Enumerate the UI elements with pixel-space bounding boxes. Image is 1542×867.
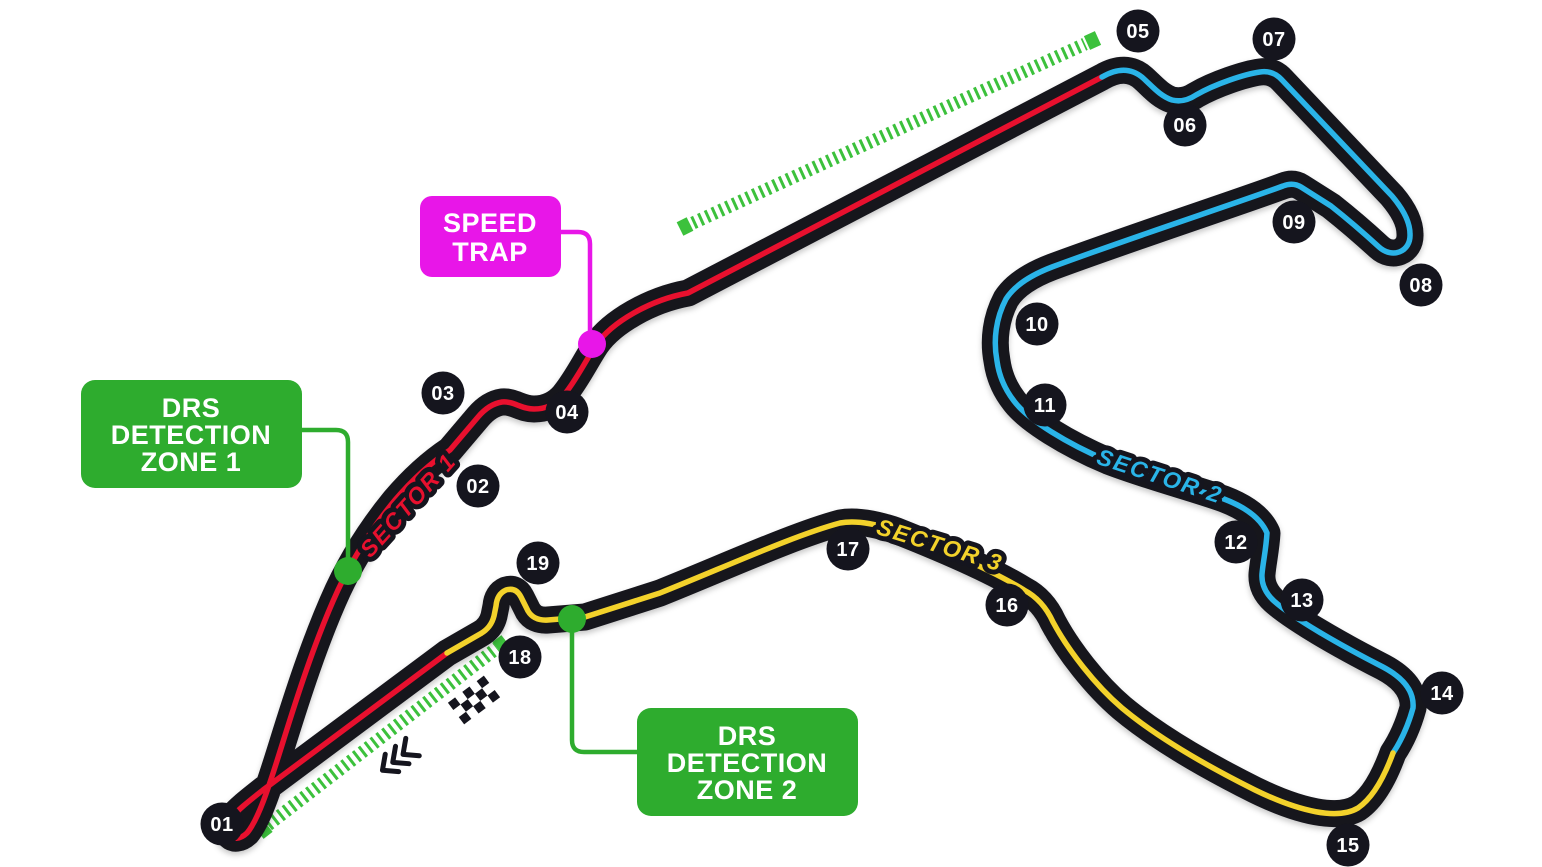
speed-trap-connector bbox=[561, 229, 593, 334]
corner-marker-04: 04 bbox=[545, 390, 589, 434]
drs-zone-2-dot bbox=[558, 605, 586, 633]
drs-zone-1-label-line1: DRS bbox=[162, 393, 221, 423]
corner-marker-number: 05 bbox=[1126, 21, 1149, 43]
corner-marker-07: 07 bbox=[1252, 17, 1296, 61]
corner-marker-circle bbox=[498, 635, 542, 679]
corner-marker-08: 08 bbox=[1399, 263, 1443, 307]
corner-marker-number: 17 bbox=[836, 539, 859, 561]
corner-marker-circle bbox=[200, 802, 244, 846]
drs-zone-2-box bbox=[637, 708, 858, 816]
corner-marker-number: 04 bbox=[555, 402, 579, 424]
corner-marker-circle bbox=[456, 464, 500, 508]
corner-marker-11: 11 bbox=[1023, 383, 1067, 427]
corner-marker-06: 06 bbox=[1163, 103, 1207, 147]
corner-marker-13: 13 bbox=[1280, 578, 1324, 622]
drs-detection-zone-2-callout: DRS DETECTION ZONE 2 bbox=[558, 605, 858, 816]
sector-3-line bbox=[444, 519, 1396, 817]
corner-marker-number: 18 bbox=[508, 647, 531, 669]
drs-detection-zone-1-callout: DRS DETECTION ZONE 1 bbox=[81, 380, 362, 585]
drs-zone-2-label-line2: DETECTION bbox=[667, 748, 828, 778]
corner-marker-circle bbox=[516, 541, 560, 585]
corner-marker-number: 15 bbox=[1336, 835, 1359, 857]
finish-flag-cell bbox=[473, 700, 486, 714]
corner-marker-number: 16 bbox=[995, 595, 1018, 617]
corner-marker-01: 01 bbox=[200, 802, 244, 846]
corner-marker-number: 09 bbox=[1282, 212, 1305, 234]
corner-marker-09: 09 bbox=[1272, 200, 1316, 244]
finish-flag-cell bbox=[458, 711, 472, 725]
speed-trap-dot bbox=[578, 330, 606, 358]
finish-flag-cell bbox=[462, 686, 475, 700]
corner-marker-circle bbox=[1015, 302, 1059, 346]
corner-marker-18: 18 bbox=[498, 635, 542, 679]
corner-marker-circle bbox=[1116, 9, 1160, 53]
corner-marker-number: 07 bbox=[1262, 29, 1285, 51]
sector-3-label: SECTOR 3 bbox=[874, 513, 1007, 576]
corner-marker-14: 14 bbox=[1420, 671, 1464, 715]
corner-marker-16: 16 bbox=[985, 583, 1029, 627]
finish-flag-cell bbox=[487, 690, 501, 703]
corner-marker-circle bbox=[545, 390, 589, 434]
drs-zone-1-label-line2: DETECTION bbox=[111, 420, 272, 450]
corner-marker-12: 12 bbox=[1214, 520, 1258, 564]
corner-marker-circle bbox=[1399, 263, 1443, 307]
corner-marker-number: 11 bbox=[1034, 395, 1056, 417]
corner-marker-number: 08 bbox=[1409, 275, 1432, 297]
corner-marker-circle bbox=[826, 527, 870, 571]
corner-marker-05: 05 bbox=[1116, 9, 1160, 53]
corner-marker-15: 15 bbox=[1326, 823, 1370, 867]
corner-marker-circle bbox=[1280, 578, 1324, 622]
speed-trap-callout: SPEED TRAP bbox=[420, 196, 606, 358]
corner-marker-circle bbox=[1023, 383, 1067, 427]
corner-marker-circle bbox=[1272, 200, 1316, 244]
drs-zone-2-label-line3: ZONE 2 bbox=[697, 775, 798, 805]
finish-flag-cell bbox=[460, 699, 474, 712]
corner-marker-03: 03 bbox=[421, 371, 465, 415]
finish-flag-cell bbox=[447, 697, 461, 710]
corner-marker-number: 10 bbox=[1025, 314, 1048, 336]
drs-zone-1-label-line3: ZONE 1 bbox=[141, 447, 242, 477]
corner-marker-circle bbox=[1214, 520, 1258, 564]
sector-2-line bbox=[992, 67, 1416, 756]
drs-zone-1-dot bbox=[334, 557, 362, 585]
corner-marker-17: 17 bbox=[826, 527, 870, 571]
corner-marker-number: 06 bbox=[1173, 115, 1196, 137]
speed-trap-label-line1: SPEED bbox=[443, 208, 537, 238]
drs-zone-1-connector bbox=[302, 427, 351, 560]
corner-marker-circle bbox=[985, 583, 1029, 627]
drs-activation-zone-2-ticks bbox=[676, 31, 1102, 236]
corner-marker-circle bbox=[1420, 671, 1464, 715]
corner-marker-circle bbox=[421, 371, 465, 415]
finish-flag-background bbox=[447, 675, 501, 725]
drs-zone-2-connector bbox=[569, 628, 637, 755]
speed-trap-box bbox=[420, 196, 561, 277]
drs-zone-2-label-line1: DRS bbox=[718, 721, 777, 751]
corner-marker-circle bbox=[1326, 823, 1370, 867]
direction-chevrons-icon bbox=[379, 735, 422, 775]
corner-marker-02: 02 bbox=[456, 464, 500, 508]
corner-marker-circle bbox=[1163, 103, 1207, 147]
finish-flag-cell bbox=[476, 675, 490, 689]
corner-marker-number: 13 bbox=[1290, 590, 1313, 612]
corner-marker-number: 19 bbox=[526, 553, 549, 575]
corner-marker-10: 10 bbox=[1015, 302, 1059, 346]
corner-marker-19: 19 bbox=[516, 541, 560, 585]
finish-flag-cell bbox=[474, 688, 488, 701]
corner-marker-number: 01 bbox=[210, 814, 233, 836]
sector-1-label: SECTOR 1 bbox=[355, 448, 462, 562]
corner-marker-number: 12 bbox=[1224, 532, 1247, 554]
corner-marker-number: 02 bbox=[466, 476, 489, 498]
drs-zone-1-box bbox=[81, 380, 302, 488]
speed-trap-label-line2: TRAP bbox=[452, 237, 528, 267]
corner-marker-number: 14 bbox=[1430, 683, 1454, 705]
finish-line-flag-icon bbox=[447, 675, 501, 725]
sector-1-line bbox=[224, 74, 1105, 841]
corner-marker-number: 03 bbox=[431, 383, 454, 405]
corner-markers: 01 02 03 04 05 06 07 08 09 10 11 12 13 14 15 16 17 18 19 bbox=[200, 9, 1464, 867]
corner-marker-circle bbox=[1252, 17, 1296, 61]
